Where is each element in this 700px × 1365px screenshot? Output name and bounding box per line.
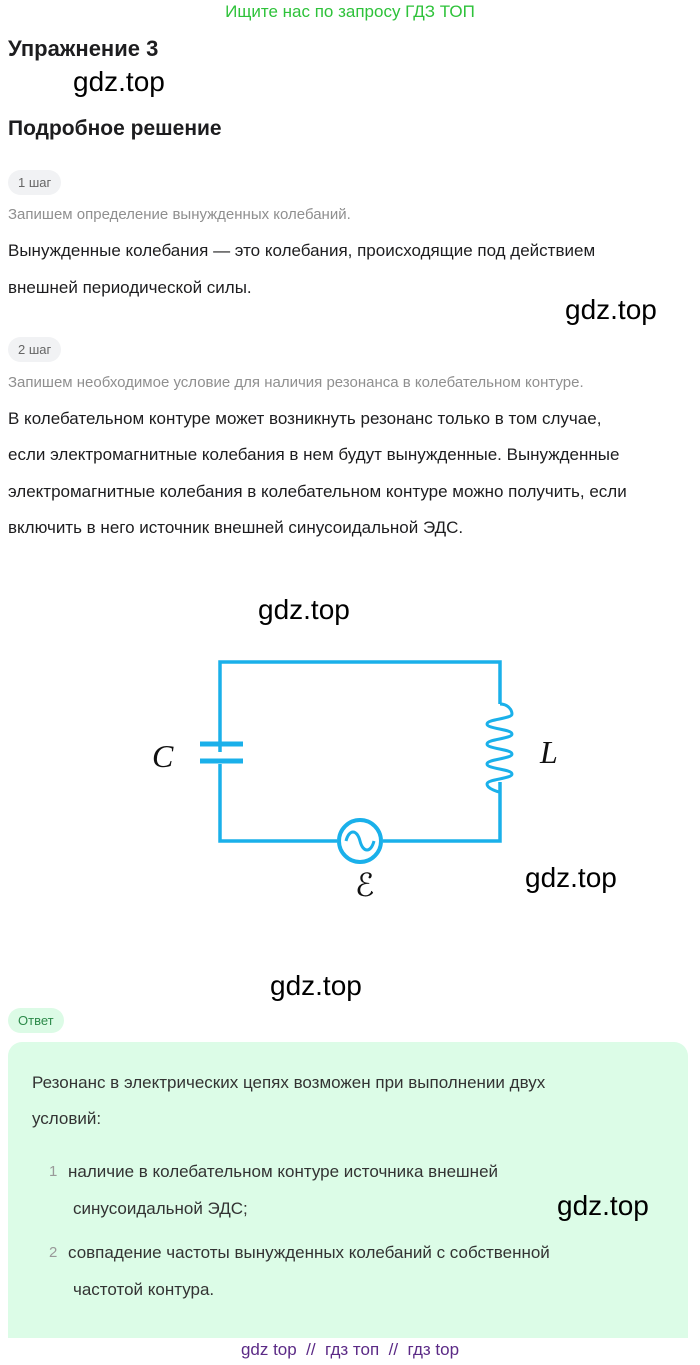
- solution-heading: Подробное решение: [8, 117, 222, 140]
- answer-intro: Резонанс в электрических цепях возможен …: [32, 1073, 546, 1092]
- watermark: gdz.top: [525, 862, 617, 893]
- search-banner: Ищите нас по запросу ГДЗ ТОП: [225, 2, 475, 21]
- inductor-label: L: [540, 734, 558, 770]
- list-number: 1: [49, 1163, 58, 1180]
- step-2-line: если электромагнитные колебания в нем бу…: [8, 445, 620, 464]
- answer-badge: Ответ: [8, 1008, 64, 1033]
- step-2-hint: Запишем необходимое условие для наличия …: [8, 374, 584, 391]
- answer-item: совпадение частоты вынужденных колебаний…: [68, 1243, 550, 1262]
- step-1-badge: 1 шаг: [8, 170, 62, 195]
- sine-wave: [344, 830, 376, 852]
- answer-intro: условий:: [32, 1109, 102, 1128]
- circuit-wire: [218, 764, 337, 843]
- answer-item: синусоидальной ЭДС;: [73, 1199, 248, 1218]
- inductor-coil: [485, 702, 514, 794]
- watermark: gdz.top: [73, 66, 165, 97]
- step-1-line: Вынужденные колебания — это колебания, п…: [8, 241, 596, 260]
- exercise-title: Упражнение 3: [8, 36, 159, 61]
- watermark: gdz.top: [258, 594, 350, 625]
- step-2-line: В колебательном контуре может возникнуть…: [8, 409, 602, 428]
- answer-box: [8, 1042, 688, 1338]
- step-2-badge: 2 шаг: [8, 337, 62, 362]
- circuit-wire: [218, 660, 502, 752]
- capacitor-label: C: [152, 738, 174, 774]
- watermark: gdz.top: [565, 294, 657, 325]
- lc-circuit-diagram: [200, 660, 514, 864]
- ac-source-icon: [337, 818, 383, 864]
- watermark: gdz.top: [270, 970, 362, 1001]
- step-1-line: внешней периодической силы.: [8, 278, 252, 297]
- step-1-hint: Запишем определение вынужденных колебани…: [8, 206, 351, 223]
- step-2-line: электромагнитные колебания в колебательн…: [8, 482, 627, 501]
- step-2-line: включить в него источник внешней синусои…: [8, 518, 464, 537]
- emf-label: ℰ: [355, 867, 375, 903]
- answer-item: наличие в колебательном контуре источник…: [68, 1162, 499, 1181]
- answer-item: частотой контура.: [73, 1280, 215, 1299]
- circuit-wire: [383, 782, 502, 843]
- list-number: 2: [49, 1244, 58, 1261]
- footer-watermark: gdz top // гдз топ // гдз top: [240, 1340, 460, 1359]
- watermark: gdz.top: [557, 1190, 649, 1221]
